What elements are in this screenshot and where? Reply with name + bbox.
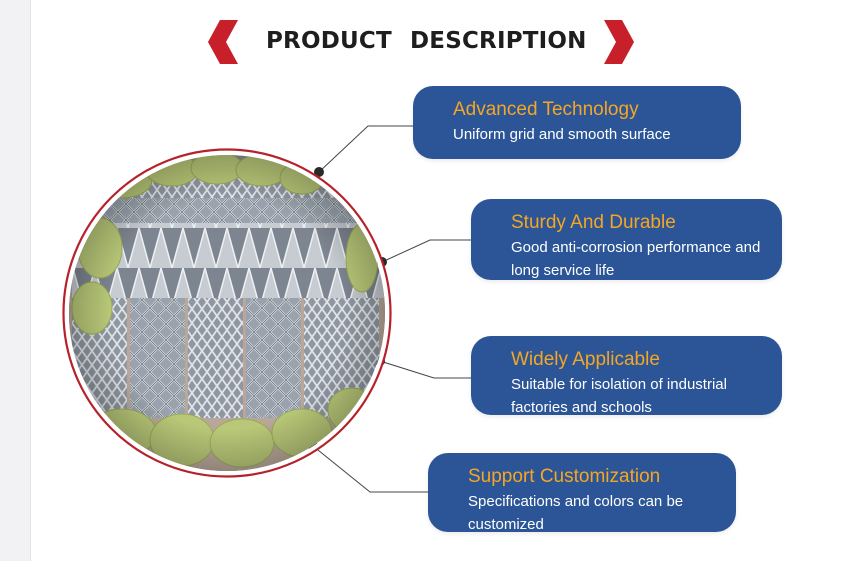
feature-card-widely-applicable: Widely Applicable Suitable for isolation… xyxy=(471,336,782,416)
feature-description: Good anti-corrosion performance and long… xyxy=(511,239,761,279)
feature-title: Advanced Technology xyxy=(453,99,639,120)
page-title-word-description: DESCRIPTION xyxy=(410,28,587,54)
feature-card-advanced-technology: Advanced Technology Uniform grid and smo… xyxy=(413,86,741,159)
feature-card-sturdy-durable: Sturdy And Durable Good anti-corrosion p… xyxy=(471,199,782,280)
feature-description: Specifications and colors can be customi… xyxy=(468,493,684,533)
feature-title: Sturdy And Durable xyxy=(511,212,676,233)
feature-title: Widely Applicable xyxy=(511,349,660,370)
section-header: PRODUCT DESCRIPTION xyxy=(0,20,860,64)
feature-title: Support Customization xyxy=(468,466,661,487)
feature-description: Suitable for isolation of industrial fac… xyxy=(511,376,727,416)
page-title-word-product: PRODUCT xyxy=(266,28,392,54)
feature-card-support-customization: Support Customization Specifications and… xyxy=(428,453,736,533)
product-photo xyxy=(62,148,392,478)
chevron-left-icon xyxy=(208,20,238,64)
chevron-right-icon xyxy=(604,20,634,64)
feature-description: Uniform grid and smooth surface xyxy=(453,126,671,143)
